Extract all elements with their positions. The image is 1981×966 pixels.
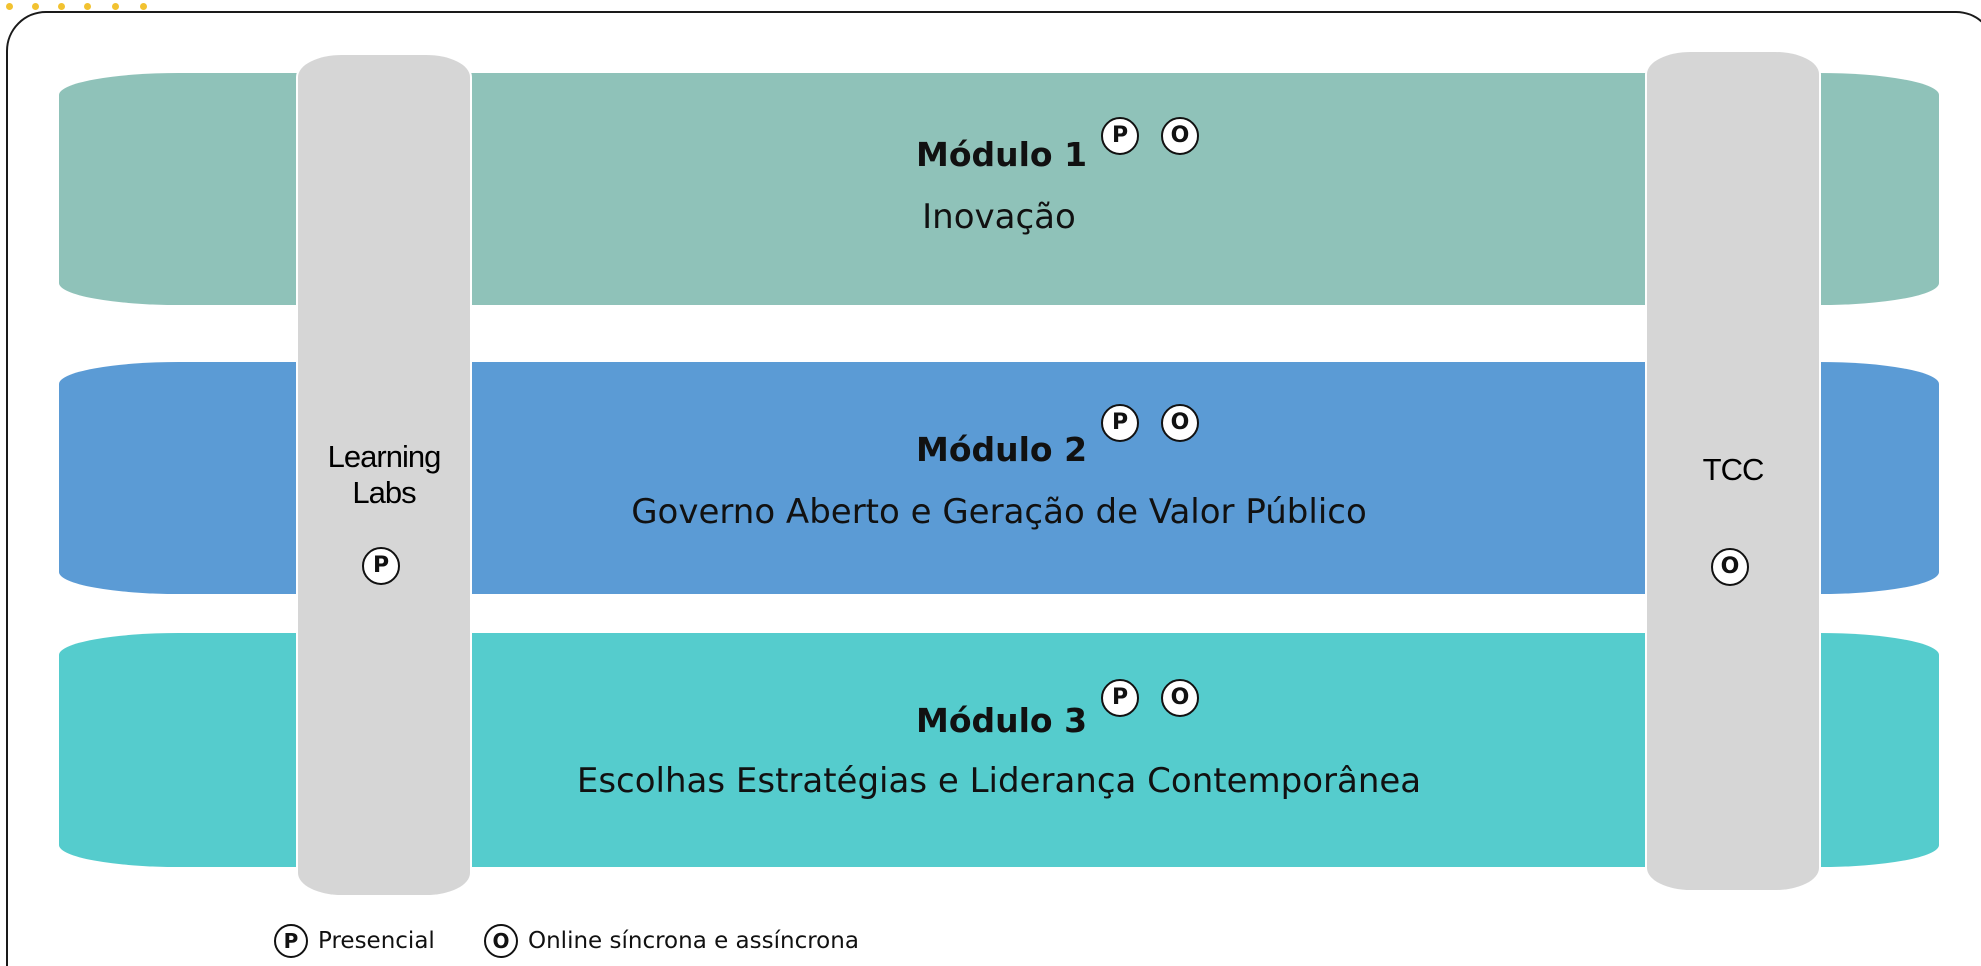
learning-labs-label-line2: Labs <box>352 475 416 510</box>
module-1-online-icon: O <box>1161 117 1199 155</box>
module-3-presencial-icon: P <box>1101 679 1139 717</box>
module-1-title: Módulo 1 <box>916 135 1088 174</box>
module-2-online-icon: O <box>1161 404 1199 442</box>
learning-labs-presencial-icon: P <box>362 547 400 585</box>
legend-presencial: P Presencial <box>274 922 435 960</box>
dot <box>6 3 13 10</box>
module-2-title: Módulo 2 <box>916 430 1088 469</box>
tcc-online-icon: O <box>1711 548 1749 586</box>
diagram-frame <box>6 11 1981 966</box>
dot <box>32 3 39 10</box>
module-3-subtitle: Escolhas Estratégias e Liderança Contemp… <box>576 761 1422 801</box>
dot <box>140 3 147 10</box>
decorative-dots <box>0 0 160 14</box>
legend-online-label: Online síncrona e assíncrona <box>528 928 859 954</box>
legend-online: O Online síncrona e assíncrona <box>484 922 859 960</box>
dot <box>112 3 119 10</box>
dot <box>84 3 91 10</box>
module-2-subtitle: Governo Aberto e Geração de Valor Públic… <box>631 492 1367 532</box>
module-3-title: Módulo 3 <box>916 701 1088 740</box>
tcc-label: TCC <box>1702 452 1765 487</box>
module-2-presencial-icon: P <box>1101 404 1139 442</box>
legend-presencial-label: Presencial <box>318 928 435 954</box>
learning-labs-pillar: Learning Labs P <box>298 55 470 895</box>
learning-labs-label-line1: Learning <box>327 439 442 474</box>
module-3-online-icon: O <box>1161 679 1199 717</box>
module-1-presencial-icon: P <box>1101 117 1139 155</box>
dot <box>58 3 65 10</box>
legend-online-icon: O <box>484 924 518 958</box>
module-1-subtitle: Inovação <box>922 197 1076 237</box>
tcc-pillar: TCC O <box>1647 52 1819 890</box>
legend-presencial-icon: P <box>274 924 308 958</box>
